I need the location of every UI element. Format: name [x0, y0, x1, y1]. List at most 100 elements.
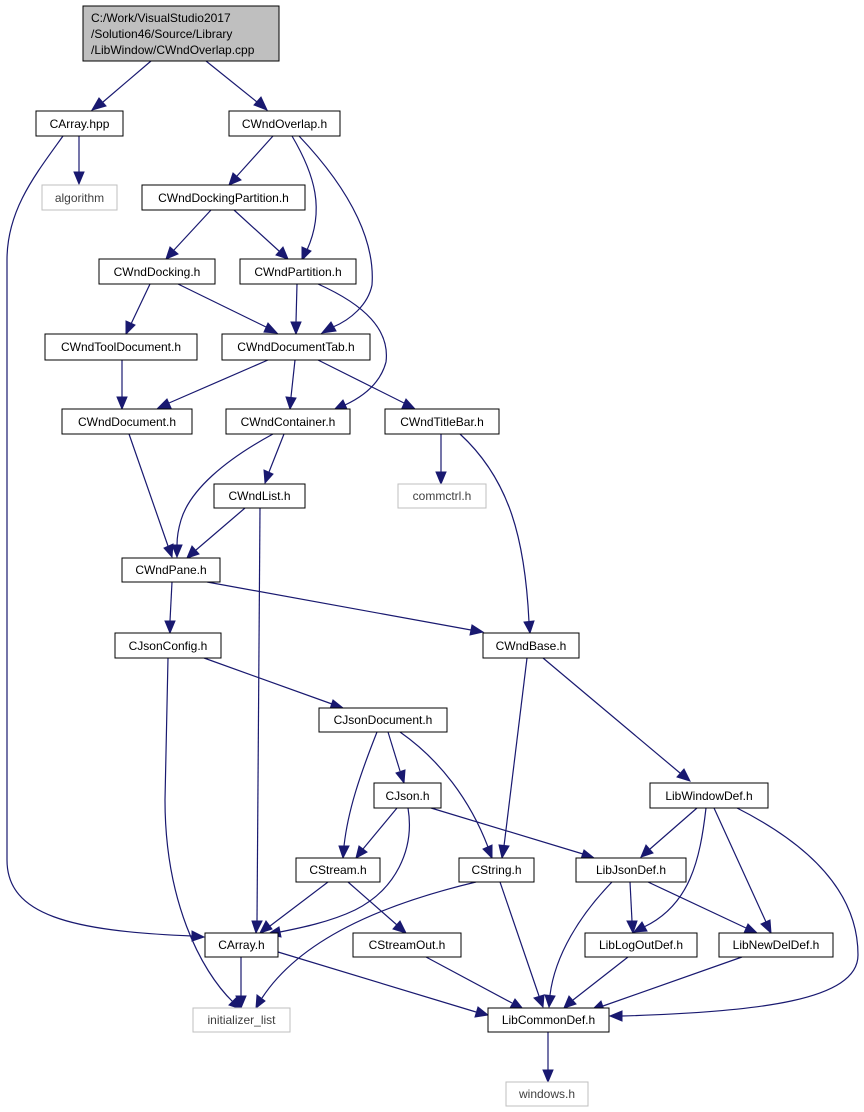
edge	[195, 507, 246, 551]
node-label: algorithm	[55, 191, 104, 205]
edge	[425, 956, 513, 1004]
edge	[343, 731, 378, 847]
node-label: CWndPane.h	[135, 563, 206, 577]
node-libnewdeldef-h[interactable]: LibNewDelDef.h	[718, 932, 834, 958]
arrowhead	[90, 97, 107, 111]
edge	[621, 807, 859, 1017]
node-root-file[interactable]: C:/Work/VisualStudio2017 /Solution46/Sou…	[82, 5, 280, 62]
node-label: CWndDockingPartition.h	[158, 191, 289, 205]
edge	[317, 283, 387, 406]
node-label: LibWindowDef.h	[665, 789, 752, 803]
arrowhead	[125, 320, 136, 336]
node-cwndcontainer-h[interactable]: CWndContainer.h	[225, 408, 351, 435]
node-label: LibNewDelDef.h	[733, 938, 820, 952]
edge	[206, 581, 472, 631]
edge	[713, 807, 767, 923]
node-label: CJsonConfig.h	[129, 639, 208, 653]
node-label: initializer_list	[207, 1013, 276, 1027]
arrowhead	[760, 919, 772, 935]
node-algorithm[interactable]: algorithm	[41, 184, 118, 211]
node-carray-h[interactable]: CArray.h	[204, 932, 279, 958]
node-cwndpartition-h[interactable]: CWndPartition.h	[239, 258, 357, 285]
node-cwnddocumenttab-h[interactable]: CWndDocumentTab.h	[221, 333, 371, 361]
node-cwndlist-h[interactable]: CWndList.h	[213, 483, 306, 509]
arrowhead	[632, 921, 648, 933]
node-cjson-h[interactable]: CJson.h	[373, 782, 442, 809]
node-label: CJsonDocument.h	[334, 713, 433, 727]
arrowhead	[290, 321, 302, 336]
arrowhead	[474, 1006, 490, 1018]
edge	[169, 581, 173, 622]
edge	[291, 135, 317, 251]
arrowhead	[191, 930, 206, 942]
edge	[261, 881, 477, 999]
edge	[164, 657, 234, 1003]
node-label: LibCommonDef.h	[502, 1013, 595, 1027]
arrowhead	[164, 620, 176, 635]
node-label: CWndDocking.h	[114, 265, 201, 279]
arrowhead	[171, 544, 183, 559]
node-label: LibLogOutDef.h	[599, 938, 683, 952]
arrowhead	[608, 1010, 623, 1022]
edge	[128, 433, 169, 547]
edge	[643, 807, 707, 928]
node-libjsondef-h[interactable]: LibJsonDef.h	[575, 857, 687, 883]
node-carray-hpp[interactable]: CArray.hpp	[35, 110, 124, 137]
node-cstring-h[interactable]: CString.h	[458, 857, 535, 883]
arrowhead	[263, 322, 279, 334]
edge	[362, 807, 398, 850]
node-cjsondocument-h[interactable]: CJsonDocument.h	[318, 707, 448, 733]
node-liblogoutdef-h[interactable]: LibLogOutDef.h	[584, 932, 698, 958]
edge	[542, 657, 681, 774]
node-cwndpane-h[interactable]: CWndPane.h	[121, 557, 221, 583]
root-path-line-2: /Solution46/Source/Library	[91, 27, 232, 41]
arrowhead	[73, 171, 85, 186]
edge	[233, 209, 280, 252]
node-cstream-h[interactable]: CStream.h	[295, 857, 381, 883]
node-libwindowdef-h[interactable]: LibWindowDef.h	[649, 782, 769, 809]
arrowhead	[251, 920, 263, 935]
edge	[256, 507, 261, 922]
node-cwnddockingpartition-h[interactable]: CWndDockingPartition.h	[141, 184, 306, 211]
arrowhead	[498, 844, 510, 860]
arrowhead	[435, 471, 447, 486]
node-cwnddocking-h[interactable]: CWndDocking.h	[98, 258, 216, 285]
node-commctrl-h[interactable]: commctrl.h	[397, 483, 487, 509]
arrowhead	[235, 995, 247, 1010]
node-initializer-list[interactable]: initializer_list	[192, 1007, 291, 1033]
node-label: CWndOverlap.h	[242, 117, 327, 131]
node-libcommondef-h[interactable]: LibCommonDef.h	[487, 1007, 610, 1033]
node-label: CJson.h	[385, 789, 429, 803]
arrowhead	[116, 396, 128, 411]
edge	[176, 433, 274, 546]
arrowhead	[401, 398, 417, 410]
arrowhead	[533, 994, 545, 1009]
arrowhead	[392, 920, 407, 934]
arrowhead	[355, 845, 368, 859]
node-cwndbase-h[interactable]: CWndBase.h	[482, 632, 580, 659]
node-label: LibJsonDef.h	[596, 863, 666, 877]
edge	[295, 283, 298, 323]
edge	[102, 60, 152, 103]
node-label: CArray.hpp	[50, 117, 110, 131]
edge	[347, 881, 398, 926]
edge	[499, 881, 540, 997]
node-label: commctrl.h	[413, 489, 472, 503]
node-windows-h[interactable]: windows.h	[505, 1081, 589, 1107]
node-label: CWndList.h	[228, 489, 290, 503]
node-cwndoverlap-h[interactable]: CWndOverlap.h	[228, 110, 341, 137]
edge	[503, 657, 528, 847]
arrowhead	[255, 994, 266, 1010]
node-label: CWndTitleBar.h	[400, 415, 484, 429]
node-cwndtitlebar-h[interactable]: CWndTitleBar.h	[384, 408, 500, 435]
node-cwndtooldocument-h[interactable]: CWndToolDocument.h	[44, 333, 198, 361]
arrowhead	[626, 920, 638, 935]
root-path-line-1: C:/Work/VisualStudio2017	[91, 11, 231, 25]
node-cjsonconfig-h[interactable]: CJsonConfig.h	[114, 632, 222, 659]
node-cstreamout-h[interactable]: CStreamOut.h	[352, 932, 462, 958]
node-label: CWndBase.h	[496, 639, 567, 653]
node-label: CWndDocumentTab.h	[237, 340, 354, 354]
node-cwnddocument-h[interactable]: CWndDocument.h	[61, 408, 193, 435]
arrowhead	[640, 844, 654, 858]
arrowhead	[301, 246, 312, 262]
